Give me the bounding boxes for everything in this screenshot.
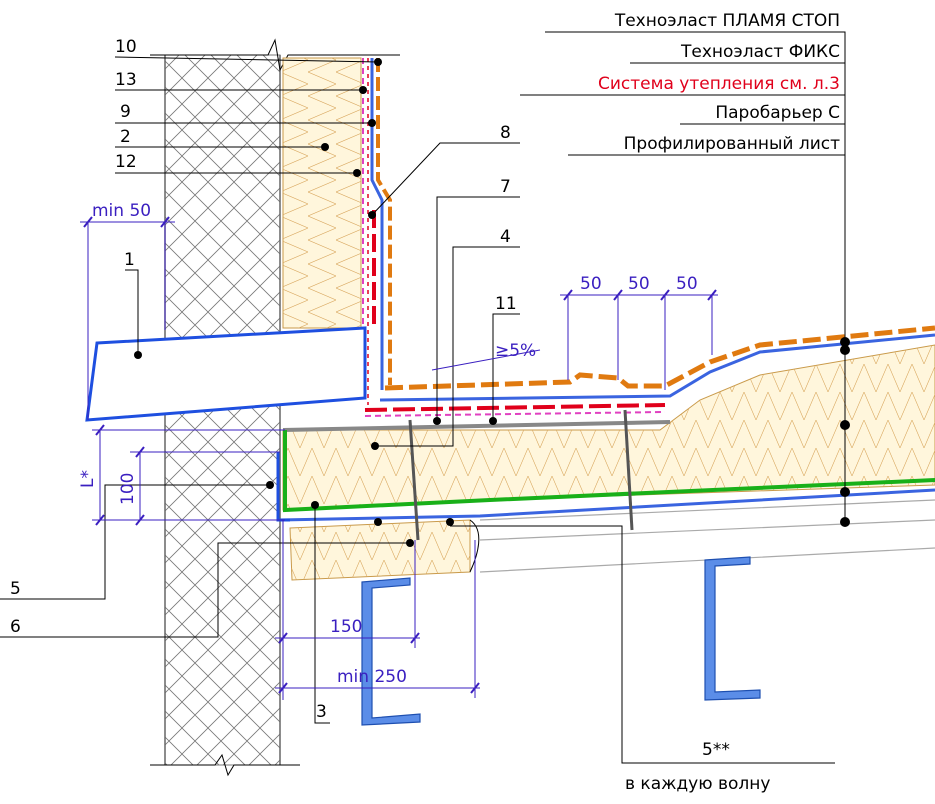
callout-12: 12 [115,152,137,172]
dim-50a: 50 [580,274,602,294]
callout-13: 13 [115,70,137,90]
dim-150: 150 [330,617,362,637]
leader-lines [0,31,846,764]
dim-50b: 50 [628,274,650,294]
dimension-ticks [83,216,717,694]
roof-membranes [279,325,935,522]
leader-dots [134,58,850,547]
parapet-membranes [362,58,392,405]
callout-1: 1 [124,250,135,270]
roof-insulation [282,344,935,511]
callout-8: 8 [500,123,511,143]
profiled-sheet [289,499,935,581]
callout-7: 7 [500,177,511,197]
dim-100: 100 [118,473,138,505]
layers-legend: Техноэласт ПЛАМЯ СТОП Техноэласт ФИКС Си… [598,11,840,154]
callout-11: 11 [495,294,517,314]
dimension-texts: min 50 ≥5% 50 50 50 L* 100 150 min 250 [78,201,698,687]
callout-5: 5 [10,579,21,599]
steel-purlins [361,556,761,726]
note-each-wave: в каждую волну [625,774,770,794]
legend-item: Техноэласт ФИКС [680,42,840,62]
legend-item: Профилированный лист [624,134,840,154]
callout-9: 9 [120,102,131,122]
legend-item: Система утепления см. л.3 [598,74,840,94]
callout-4: 4 [500,227,511,247]
parapet-insulation [282,57,362,329]
dim-50c: 50 [676,274,698,294]
dim-min250: min 250 [337,667,407,687]
legend-item: Техноэласт ПЛАМЯ СТОП [614,11,840,31]
legend-item: Паробарьер С [715,103,840,123]
callout-numbers: 10 13 9 2 12 8 7 4 11 1 5 6 3 5** в кажд… [10,37,770,794]
dim-slope: ≥5% [495,341,536,361]
callout-2: 2 [120,127,131,147]
callout-5ss: 5** [702,740,730,760]
callout-6: 6 [10,617,21,637]
dimension-lines [80,221,718,700]
parapet-cap-slab [85,326,367,422]
dim-L: L* [78,470,98,488]
callout-3: 3 [316,702,327,722]
fasteners [408,409,634,541]
dim-min50: min 50 [92,201,151,221]
callout-10: 10 [115,37,137,57]
